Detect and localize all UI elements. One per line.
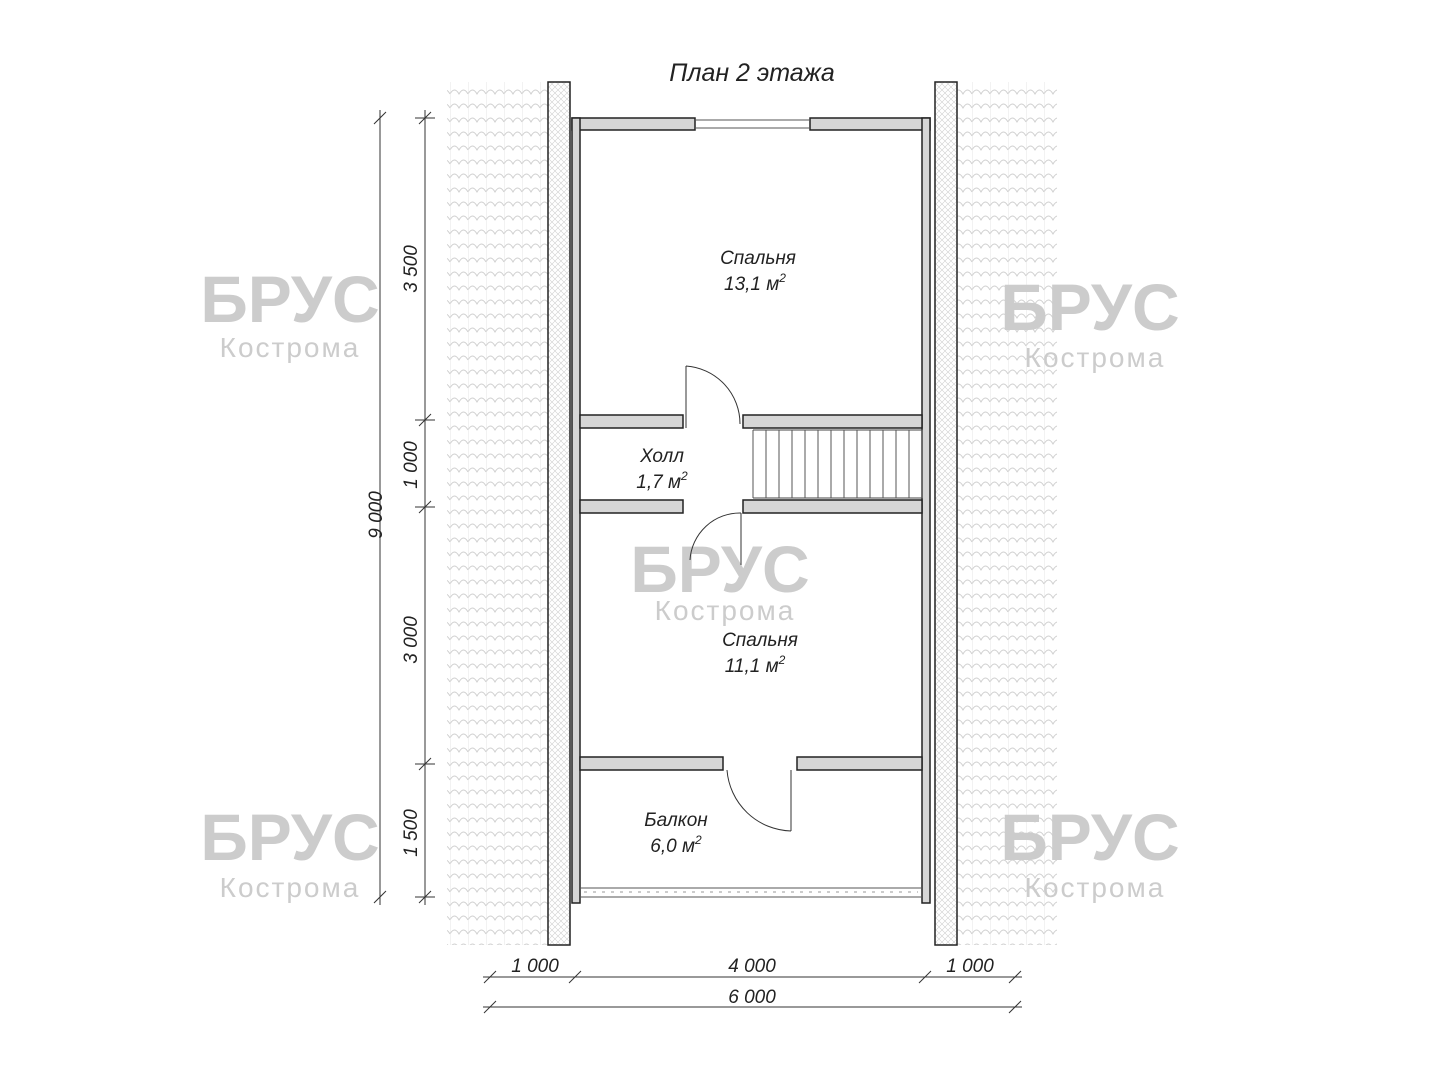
dim-tick — [1008, 970, 1022, 984]
room-name: Холл — [639, 446, 684, 467]
superscript: 2 — [778, 271, 786, 285]
roof-right — [957, 82, 1057, 945]
balcony-railing — [580, 887, 922, 898]
door-bedroom1 — [685, 365, 741, 428]
dim-1000-left: 1 000 — [511, 956, 559, 977]
watermark-brand: БРУС — [200, 800, 379, 874]
dim-1000: 1 000 — [401, 441, 422, 489]
watermark-logo: БРУС Кострома — [200, 800, 379, 903]
svg-text:11,1 м2: 11,1 м2 — [725, 653, 786, 677]
svg-text:13,1 м2: 13,1 м2 — [724, 271, 786, 295]
window — [695, 119, 810, 129]
dim-tick — [568, 970, 582, 984]
room-bedroom-2: Спальня 11,1 м2 — [722, 630, 798, 677]
plan-title: План 2 этажа — [669, 59, 835, 87]
watermark-brand: БРУС — [1000, 800, 1179, 874]
watermark-brand: БРУС — [1000, 270, 1179, 344]
gable-wall-right — [934, 81, 958, 946]
dimension-vertical: 3 500 1 000 3 000 1 500 9 000 — [366, 110, 435, 905]
superscript: 2 — [778, 653, 786, 667]
room-balcony: Балкон 6,0 м2 — [644, 810, 708, 857]
superscript: 2 — [694, 833, 702, 847]
room-area: 11,1 м — [725, 656, 779, 677]
room-area: 1,7 м — [636, 472, 681, 493]
watermark-city: Кострома — [220, 872, 361, 903]
watermark-brand: БРУС — [200, 262, 379, 336]
room-bedroom-1: Спальня 13,1 м2 — [720, 248, 796, 295]
dim-1500: 1 500 — [401, 809, 422, 857]
dim-6000: 6 000 — [728, 987, 776, 1008]
watermark-city: Кострома — [1025, 872, 1166, 903]
svg-text:1,7 м2: 1,7 м2 — [636, 469, 688, 493]
dimension-horizontal: 1 000 4 000 1 000 6 000 — [483, 956, 1022, 1014]
walls — [571, 117, 931, 904]
watermark-logo: БРУС Кострома — [630, 532, 809, 626]
room-area: 13,1 м — [724, 274, 779, 295]
watermark-city: Кострома — [220, 332, 361, 363]
watermark-logo: БРУС Кострома — [200, 262, 379, 363]
dim-3500: 3 500 — [401, 245, 422, 293]
dim-tick — [483, 970, 497, 984]
dim-4000: 4 000 — [728, 956, 776, 977]
gable-wall-left — [547, 81, 571, 946]
dim-tick — [1008, 1000, 1022, 1014]
door-balcony — [726, 769, 792, 832]
room-name: Спальня — [720, 248, 796, 269]
watermark-city: Кострома — [655, 595, 796, 626]
room-area: 6,0 м — [650, 836, 695, 857]
watermark-logo: БРУС Кострома — [1000, 800, 1179, 903]
watermark-brand: БРУС — [630, 532, 809, 606]
staircase — [752, 429, 923, 499]
watermark-city: Кострома — [1025, 342, 1166, 373]
watermark-group: БРУС Кострома БРУС Кострома БРУС Костром… — [200, 262, 1179, 903]
door-bedroom2 — [689, 512, 742, 565]
dim-tick — [373, 890, 387, 904]
dim-tick — [918, 970, 932, 984]
watermark-logo: БРУС Кострома — [1000, 270, 1179, 373]
dim-3000: 3 000 — [401, 616, 422, 664]
superscript: 2 — [680, 469, 688, 483]
roof-left — [447, 82, 548, 945]
room-hall: Холл 1,7 м2 — [636, 446, 688, 493]
dim-tick — [373, 111, 387, 125]
dim-1000-right: 1 000 — [946, 956, 994, 977]
room-name: Спальня — [722, 630, 798, 651]
room-name: Балкон — [644, 810, 708, 831]
dim-9000: 9 000 — [366, 491, 387, 539]
dim-tick — [483, 1000, 497, 1014]
svg-text:6,0 м2: 6,0 м2 — [650, 833, 702, 857]
